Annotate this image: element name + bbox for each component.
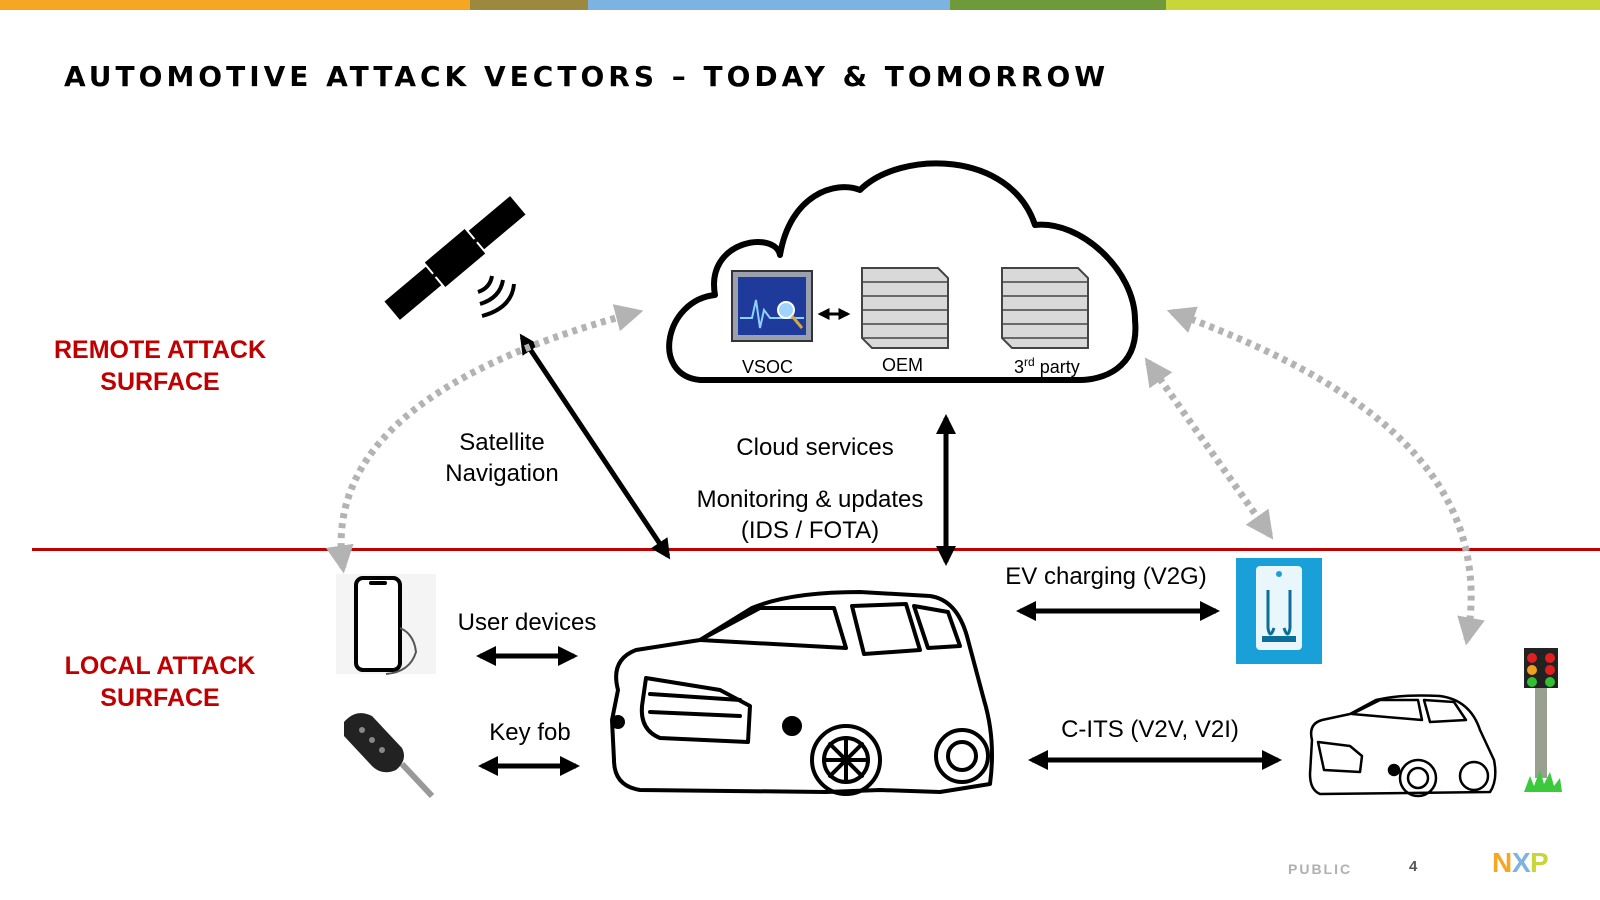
remote-line1: REMOTE ATTACK xyxy=(53,336,266,364)
c-its-label: C-ITS (V2V, V2I) xyxy=(1061,716,1239,743)
cloud-services-label: Cloud services xyxy=(736,434,894,461)
remote-line2: SURFACE xyxy=(100,368,220,396)
satellite-signal-icon xyxy=(477,275,516,318)
key-fob-label: Key fob xyxy=(489,719,571,746)
car-icon xyxy=(610,590,994,796)
satellite-navigation-label: Satellite Navigation xyxy=(432,427,572,489)
vsoc-label: VSOC xyxy=(742,357,794,377)
third-party-word: party xyxy=(1034,357,1080,377)
satellite-line2: Navigation xyxy=(445,460,559,487)
bar-segment-blue xyxy=(588,0,950,10)
surface-divider-line xyxy=(32,548,1600,551)
traffic-light-icon xyxy=(1524,648,1562,792)
third-party-number: 3 xyxy=(1014,357,1025,377)
third-party-label: 3rd party xyxy=(1014,355,1080,378)
cloud-traffic-dotted-arrow xyxy=(1166,306,1485,646)
third-party-superscript: rd xyxy=(1024,355,1035,369)
nxp-logo-p: P xyxy=(1530,847,1549,878)
cloud-charger-dotted-arrow xyxy=(1144,357,1274,540)
monitoring-line1: Monitoring & updates xyxy=(696,486,924,513)
nxp-logo-x: X xyxy=(1512,847,1531,878)
classification-label: PUBLIC xyxy=(1288,861,1353,877)
phone-icon xyxy=(336,574,436,675)
local-attack-surface-label: LOCAL ATTACK SURFACE xyxy=(30,650,290,714)
top-color-bar xyxy=(0,0,1600,10)
monitoring-updates-label: Monitoring & updates (IDS / FOTA) xyxy=(680,484,940,546)
slide-title: AUTOMOTIVE ATTACK VECTORS – TODAY & TOMO… xyxy=(64,60,1110,93)
local-line2: SURFACE xyxy=(100,684,220,712)
car-icon xyxy=(1308,694,1497,798)
ev-charging-label: EV charging (V2G) xyxy=(1005,563,1207,590)
nxp-logo: N X P xyxy=(1492,847,1549,878)
satellite-line1: Satellite xyxy=(459,429,545,456)
page-number: 4 xyxy=(1409,858,1418,875)
bar-segment-green xyxy=(950,0,1166,10)
user-devices-label: User devices xyxy=(457,609,597,636)
bar-segment-orange xyxy=(0,0,470,10)
server-icon xyxy=(861,267,949,349)
nxp-logo-n: N xyxy=(1492,847,1512,878)
charger-icon xyxy=(1236,558,1322,664)
server-icon xyxy=(1001,267,1089,349)
remote-attack-surface-label: REMOTE ATTACK SURFACE xyxy=(30,334,290,398)
key-fob-icon xyxy=(344,713,435,799)
bar-segment-olive xyxy=(470,0,588,10)
local-line1: LOCAL ATTACK xyxy=(64,652,256,680)
bar-segment-lime xyxy=(1166,0,1600,10)
monitoring-line2: (IDS / FOTA) xyxy=(740,517,880,544)
monitor-icon xyxy=(731,270,813,342)
oem-label: OEM xyxy=(882,355,924,375)
